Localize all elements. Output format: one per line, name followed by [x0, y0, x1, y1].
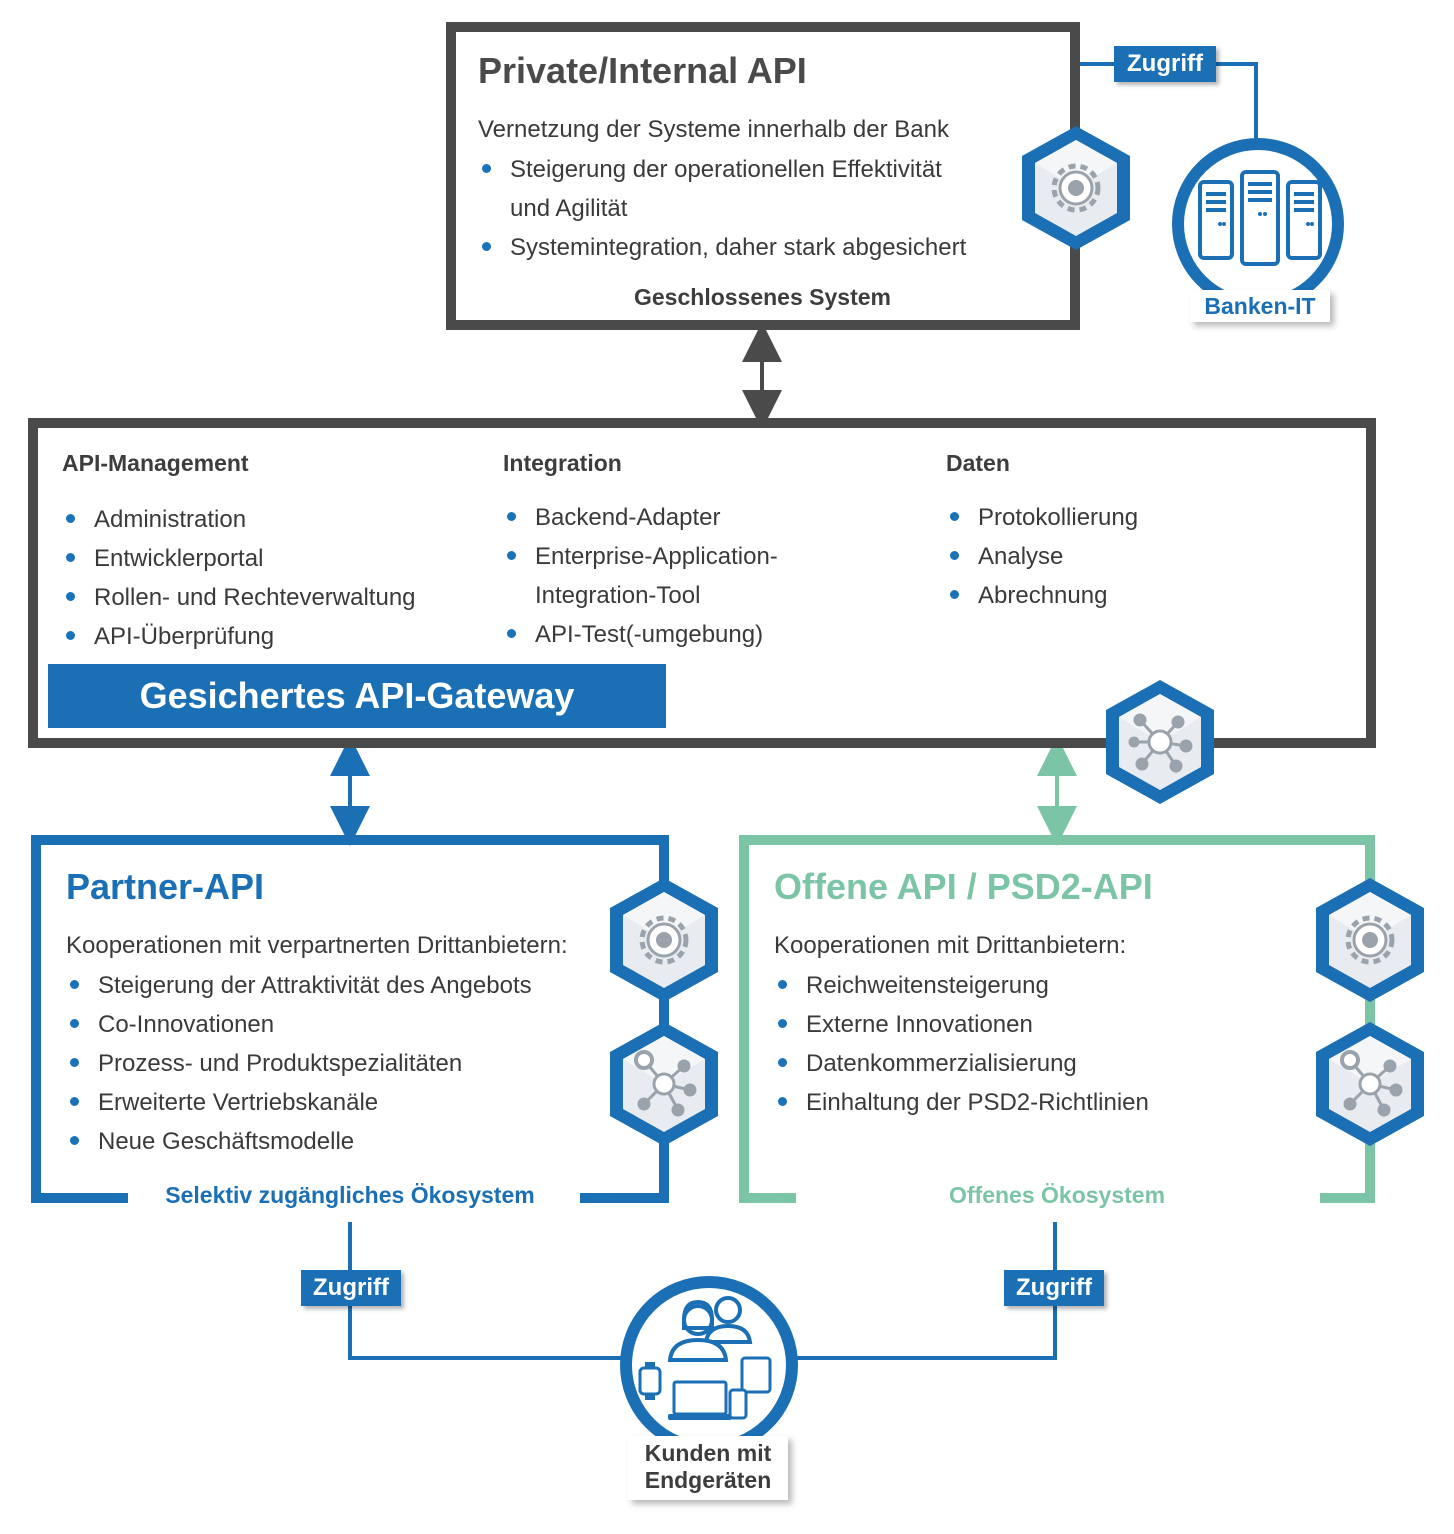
- bullet-item: Einhaltung der PSD2-Richtlinien: [774, 1083, 1149, 1122]
- open-api-bullets: Reichweitensteigerung Externe Innovation…: [774, 966, 1149, 1122]
- open-api-caption: Offenes Ökosystem: [948, 1182, 1166, 1208]
- bullet-item: Datenkommerzialisierung: [774, 1044, 1149, 1083]
- bullet-item: Steigerung der operationellen Effektivit…: [478, 150, 966, 189]
- private-api-title: Private/Internal API: [478, 50, 807, 91]
- bullet-item: Steigerung der Attraktivität des Angebot…: [66, 966, 532, 1005]
- network-hex-icon: [610, 1022, 718, 1146]
- bullet-item: Co-Innovationen: [66, 1005, 532, 1044]
- bullet-item: Prozess- und Produktspezialitäten: [66, 1044, 532, 1083]
- open-api-title: Offene API / PSD2-API: [774, 866, 1153, 907]
- network-hex-icon: [1316, 1022, 1424, 1146]
- list-item: API-Überprüfung: [62, 617, 416, 656]
- bullet-continuation: und Agilität: [478, 189, 966, 228]
- servers-icon: [1198, 170, 1322, 266]
- customers-label: Kunden mit Endgeräten: [628, 1436, 788, 1500]
- line-open-customers: [790, 1222, 1057, 1360]
- customers-label-line1: Kunden mit: [644, 1440, 772, 1466]
- bullet-continuation-text: und Agilität: [510, 195, 628, 222]
- gateway-col-heading: Daten: [946, 450, 1010, 476]
- line-partner-customers: [348, 1222, 628, 1360]
- bank-it-label: Banken-IT: [1190, 290, 1330, 322]
- list-item-continuation: Integration-Tool: [535, 582, 701, 609]
- list-item: API-Test(-umgebung): [503, 615, 778, 654]
- access-tag-partner: Zugriff: [301, 1270, 401, 1306]
- private-api-box: [446, 22, 1080, 330]
- gateway-col-heading: Integration: [503, 450, 622, 476]
- list-item: Entwicklerportal: [62, 539, 416, 578]
- list-item: Enterprise-Application-: [503, 537, 778, 576]
- customers-devices-icon: [638, 1296, 772, 1420]
- list-item: Administration: [62, 500, 416, 539]
- list-item: Analyse: [946, 537, 1138, 576]
- private-api-caption: Geschlossenes System: [634, 284, 891, 310]
- access-tag-open: Zugriff: [1004, 1270, 1104, 1306]
- bullet-item: Reichweitensteigerung: [774, 966, 1149, 1005]
- list-item: Backend-Adapter: [503, 498, 778, 537]
- private-api-intro: Vernetzung der Systeme innerhalb der Ban…: [478, 116, 949, 143]
- bullet-item: Erweiterte Vertriebskanäle: [66, 1083, 532, 1122]
- partner-api-title: Partner-API: [66, 866, 265, 907]
- gear-hex-icon: [610, 878, 718, 1002]
- list-item: Protokollierung: [946, 498, 1138, 537]
- gateway-col-list: Administration Entwicklerportal Rollen- …: [62, 500, 416, 656]
- list-item: Rollen- und Rechteverwaltung: [62, 578, 416, 617]
- partner-api-caption: Selektiv zugängliches Ökosystem: [165, 1182, 535, 1208]
- gateway-col-heading: API-Management: [62, 450, 249, 476]
- partner-api-bullets: Steigerung der Attraktivität des Angebot…: [66, 966, 532, 1161]
- access-tag-bankit: Zugriff: [1114, 46, 1216, 82]
- gateway-banner: [48, 664, 666, 728]
- gateway-banner-text: Gesichertes API-Gateway: [139, 675, 575, 716]
- bullet-item: Systemintegration, daher stark abgesiche…: [478, 228, 966, 267]
- customers-label-line2: Endgeräten: [644, 1467, 772, 1493]
- network-hex-icon: [1106, 680, 1214, 804]
- list-item: Abrechnung: [946, 576, 1138, 615]
- partner-api-intro: Kooperationen mit verpartnerten Drittanb…: [66, 932, 568, 959]
- gear-hex-icon: [1316, 878, 1424, 1002]
- gear-hex-icon: [1022, 126, 1130, 250]
- bullet-item: Neue Geschäftsmodelle: [66, 1122, 532, 1161]
- bullet-item: Externe Innovationen: [774, 1005, 1149, 1044]
- gateway-col-list: Backend-Adapter Enterprise-Application- …: [503, 498, 778, 654]
- private-api-bullets: Steigerung der operationellen Effektivit…: [478, 150, 966, 267]
- gateway-col-list: Protokollierung Analyse Abrechnung: [946, 498, 1138, 615]
- open-api-intro: Kooperationen mit Drittanbietern:: [774, 932, 1127, 959]
